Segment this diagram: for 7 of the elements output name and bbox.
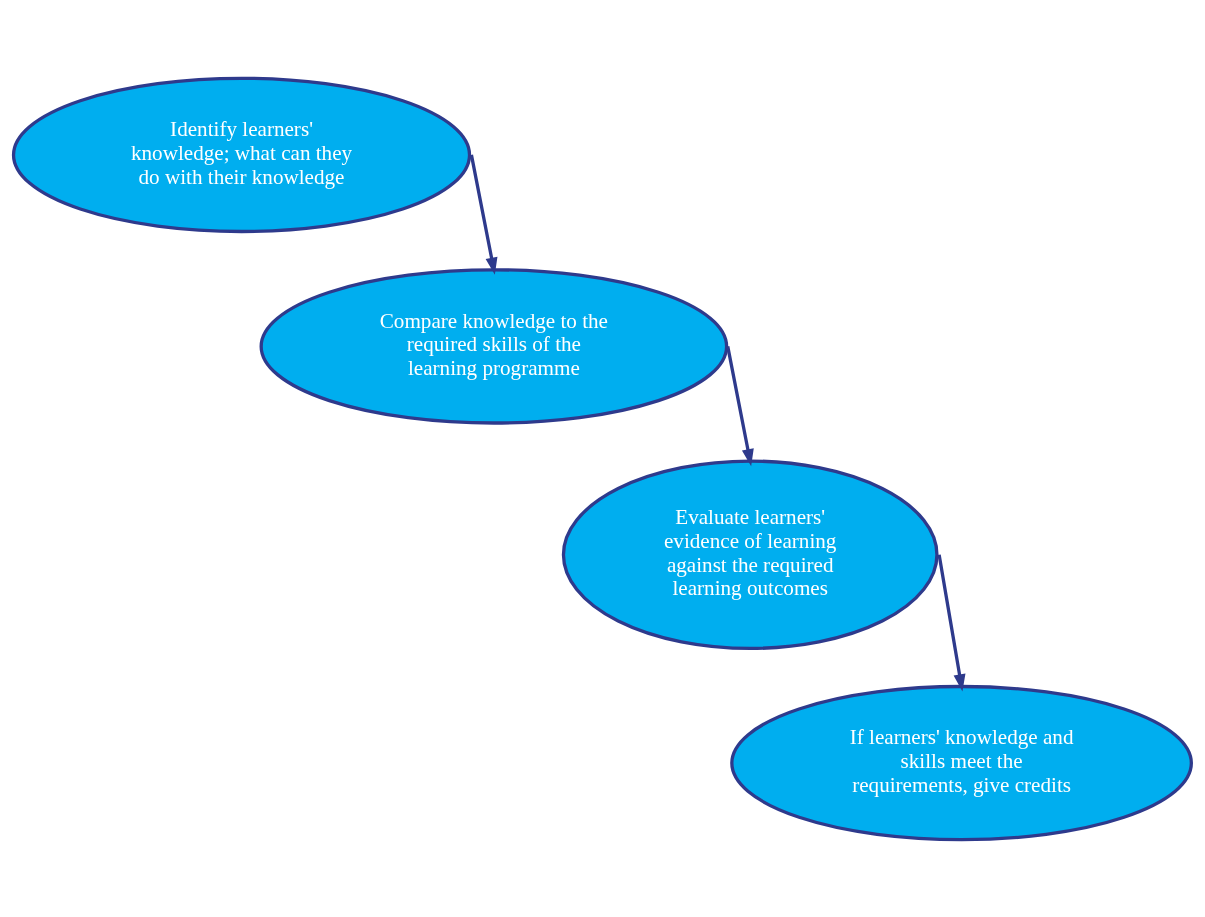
arrow — [469, 154, 498, 275]
arrow — [726, 345, 754, 466]
node-ellipse: If learners' knowledge and skills meet the requirements, give credits — [730, 684, 1193, 841]
node-ellipse: Compare knowledge to the required skills of the learning programme — [259, 267, 729, 425]
node-ellipse: Evaluate learners' evidence of learning against the required learning outcomes — [561, 458, 939, 650]
arrow — [937, 554, 966, 691]
node-ellipse: Identify learners' knowledge; what can they do with their knowledge — [11, 76, 472, 233]
